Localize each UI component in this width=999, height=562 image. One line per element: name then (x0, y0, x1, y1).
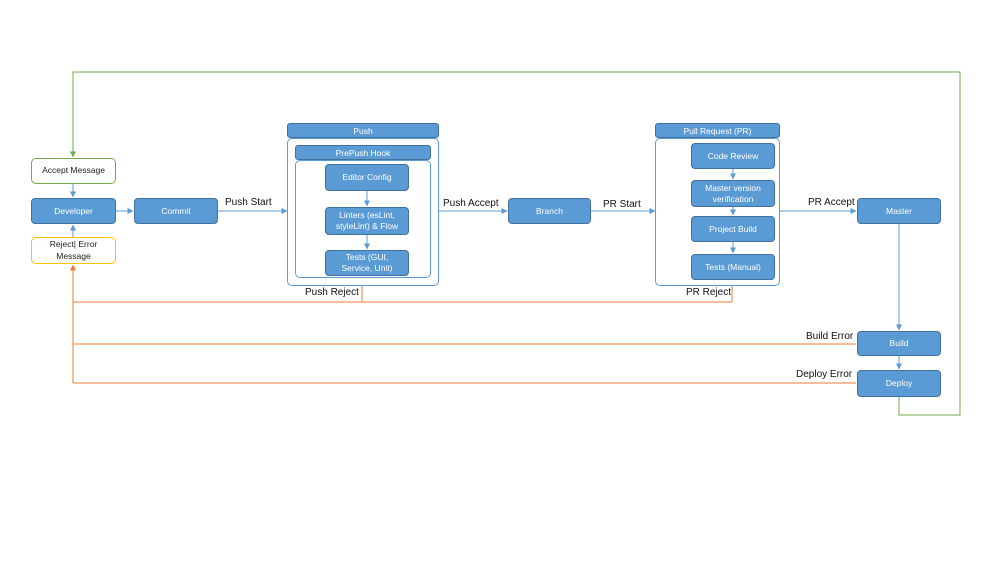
commit-node: Commit (134, 198, 218, 224)
developer-node: Developer (31, 198, 116, 224)
push-header: Push (287, 123, 439, 138)
deploy-error-label: Deploy Error (796, 369, 853, 380)
edge-pr-reject (362, 286, 733, 303)
build-error-label: Build Error (806, 331, 854, 342)
prepush-hook-header: PrePush Hook (295, 145, 431, 160)
prepush-hook-container (295, 160, 431, 278)
pr-start-label: PR Start (603, 199, 641, 210)
pr-accept-label: PR Accept (808, 197, 855, 208)
editor-config-node: Editor Config (325, 164, 409, 191)
edge-deploy-accept-loop (70, 71, 961, 416)
linters-node: Linters (esLint, styleLint) & Flow (325, 207, 409, 235)
push-reject-label: Push Reject (305, 287, 359, 298)
push-container (287, 138, 439, 286)
push-start-label: Push Start (225, 197, 272, 208)
push-accept-label: Push Accept (443, 198, 499, 209)
code-review-node: Code Review (691, 143, 775, 169)
pull-request-container (655, 138, 780, 286)
master-version-verification-node: Master version verification (691, 180, 775, 207)
tests-node: Tests (GUI, Service, Unit) (325, 250, 409, 276)
accept-message-box: Accept Message (31, 158, 116, 184)
branch-node: Branch (508, 198, 591, 224)
project-build-node: Project Build (691, 216, 775, 242)
build-node: Build (857, 331, 941, 356)
pull-request-header: Pull Request (PR) (655, 123, 780, 138)
tests-manual-node: Tests (Manual) (691, 254, 775, 280)
deploy-node: Deploy (857, 370, 941, 397)
pr-reject-label: PR Reject (686, 287, 732, 298)
reject-error-message-box: Reject| Error Message (31, 237, 116, 264)
master-node: Master (857, 198, 941, 224)
